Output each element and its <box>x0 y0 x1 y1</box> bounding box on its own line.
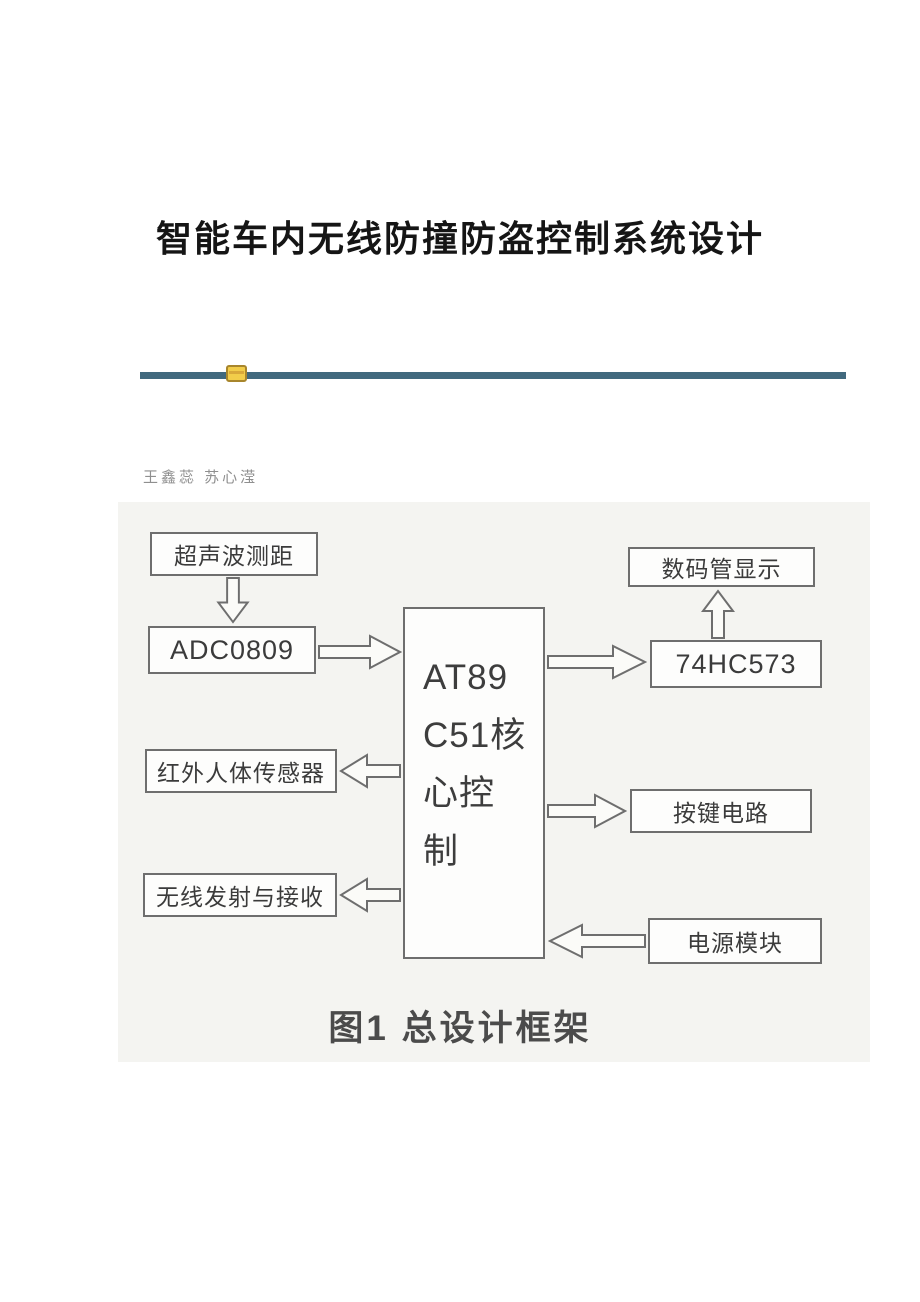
core-line: 心控 <box>423 774 496 813</box>
figure-caption: 图1 总设计框架 <box>328 1009 592 1048</box>
arrow-right-icon <box>547 644 647 680</box>
box-label: 电源模块 <box>687 930 783 956</box>
arrow-left-icon <box>339 877 401 913</box>
divider-bookmark-icon <box>226 365 247 382</box>
diagram-box-adc0809: ADC0809 <box>148 626 316 674</box>
section-divider <box>140 365 846 382</box>
box-label: 按键电路 <box>673 800 769 826</box>
arrow-left-icon <box>339 753 401 789</box>
diagram-box-keypad-circuit: 按键电路 <box>630 789 812 833</box>
box-label: 红外人体传感器 <box>157 760 325 786</box>
box-label: 超声波测距 <box>174 543 294 569</box>
page-title: 智能车内无线防撞防盗控制系统设计 <box>155 219 764 259</box>
diagram-box-core-controller: AT89 C51核 心控 制 <box>403 607 545 959</box>
diagram-box-digital-display: 数码管显示 <box>628 547 815 587</box>
box-label: ADC0809 <box>169 634 295 665</box>
diagram-box-ultrasonic: 超声波测距 <box>150 532 318 576</box>
arrow-left-icon <box>548 923 646 959</box>
diagram-box-infrared-sensor: 红外人体传感器 <box>145 749 337 793</box>
arrow-up-icon <box>701 589 735 639</box>
box-label: 数码管显示 <box>661 556 782 582</box>
arrow-right-icon <box>318 634 402 670</box>
arrow-down-icon <box>216 577 250 624</box>
box-label: 无线发射与接收 <box>156 884 324 910</box>
diagram-box-power-module: 电源模块 <box>648 918 822 964</box>
core-line: 制 <box>423 832 460 871</box>
diagram-box-wireless-tx-rx: 无线发射与接收 <box>143 873 337 917</box>
diagram-box-74hc573: 74HC573 <box>650 640 822 688</box>
core-line: AT89 <box>423 658 509 697</box>
arrow-right-icon <box>547 793 627 829</box>
authors-line: 王鑫蕊 苏心滢 <box>143 469 259 486</box>
core-controller-label: AT89 C51核 心控 制 <box>405 609 526 881</box>
core-line: C51核 <box>423 716 527 755</box>
box-label: 74HC573 <box>675 648 797 679</box>
